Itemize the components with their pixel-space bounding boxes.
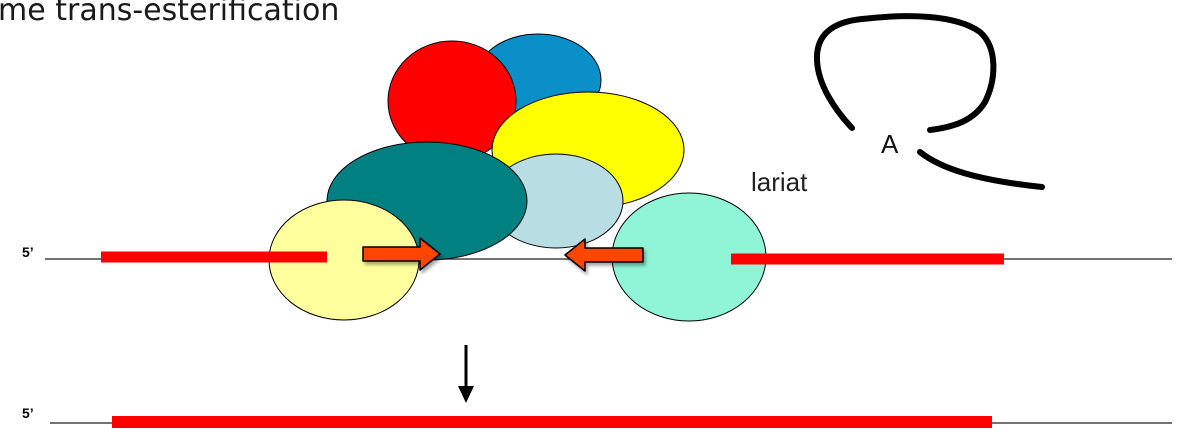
branch-point-a-label: A [881,129,899,159]
lariat-label: lariat [751,167,808,197]
arrow-left-attack [564,238,644,272]
five-prime-label-bottom: 5’ [22,405,34,421]
lariat-loop [813,13,997,133]
down-arrow-head [458,386,474,403]
five-prime-label-top: 5’ [22,244,34,260]
arrow-right-attack [362,237,441,271]
slide-title: me trans-esterification [0,0,339,28]
lariat-tail [917,149,1045,190]
